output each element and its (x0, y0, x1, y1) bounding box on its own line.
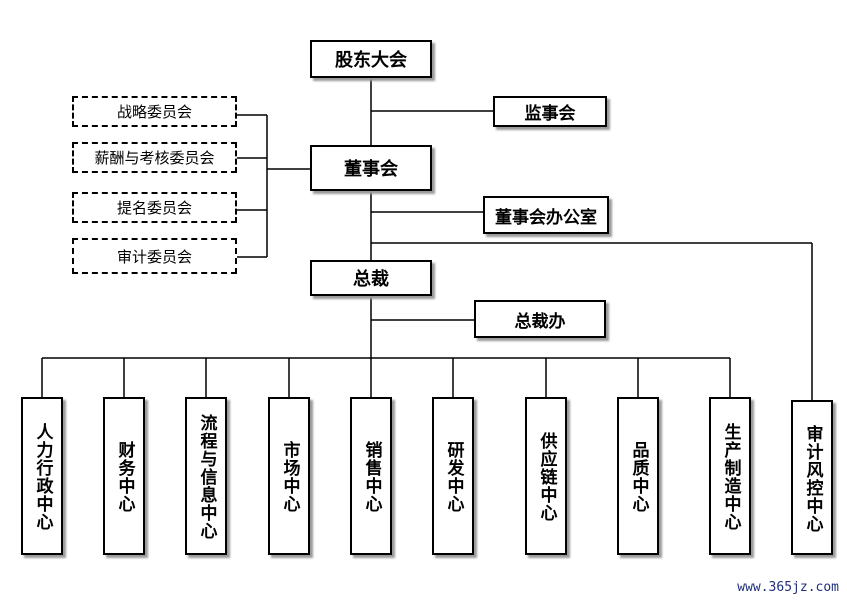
board-of-directors-box: 董事会 (310, 145, 432, 191)
center-box: 品质中心 (617, 397, 659, 555)
committee-box: 提名委员会 (72, 192, 237, 223)
center-box: 流程与信息中心 (185, 397, 227, 555)
board-office-label: 董事会办公室 (495, 207, 597, 228)
center-label: 流程与信息中心 (196, 414, 217, 540)
center-box: 人力行政中心 (21, 397, 63, 555)
president-label: 总裁 (353, 269, 389, 290)
center-label: 品质中心 (628, 441, 649, 513)
center-box: 财务中心 (103, 397, 145, 555)
center-box: 市场中心 (268, 397, 310, 555)
center-label: 人力行政中心 (32, 423, 53, 531)
center-box: 销售中心 (350, 397, 392, 555)
center-label: 审计风控中心 (802, 424, 823, 533)
watermark: www.365jz.com (737, 580, 839, 595)
center-box: 生产制造中心 (709, 397, 751, 555)
committee-label: 战略委员会 (116, 103, 192, 121)
center-label: 研发中心 (443, 441, 464, 513)
center-label: 生产制造中心 (720, 423, 741, 531)
committee-box: 薪酬与考核委员会 (72, 142, 237, 173)
president-office-box: 总裁办 (474, 300, 606, 338)
shareholders-meeting-label: 股东大会 (335, 50, 407, 71)
board-of-directors-label: 董事会 (344, 159, 398, 180)
committee-label: 审计委员会 (116, 247, 192, 266)
center-label: 销售中心 (361, 441, 382, 513)
center-box: 供应链中心 (525, 397, 567, 555)
center-box: 研发中心 (432, 397, 474, 555)
committee-label: 提名委员会 (116, 199, 192, 217)
center-box: 审计风控中心 (791, 400, 833, 555)
supervisory-board-label: 监事会 (524, 104, 576, 124)
shareholders-meeting-box: 股东大会 (310, 40, 432, 78)
center-label: 供应链中心 (536, 432, 557, 522)
committee-box: 审计委员会 (72, 238, 237, 274)
center-label: 财务中心 (114, 441, 135, 513)
committee-box: 战略委员会 (72, 96, 237, 127)
president-box: 总裁 (310, 260, 432, 296)
center-label: 市场中心 (279, 441, 300, 513)
board-office-box: 董事会办公室 (483, 196, 609, 234)
committee-label: 薪酬与考核委员会 (94, 149, 215, 167)
supervisory-board-box: 监事会 (493, 96, 607, 127)
president-office-label: 总裁办 (514, 311, 566, 332)
